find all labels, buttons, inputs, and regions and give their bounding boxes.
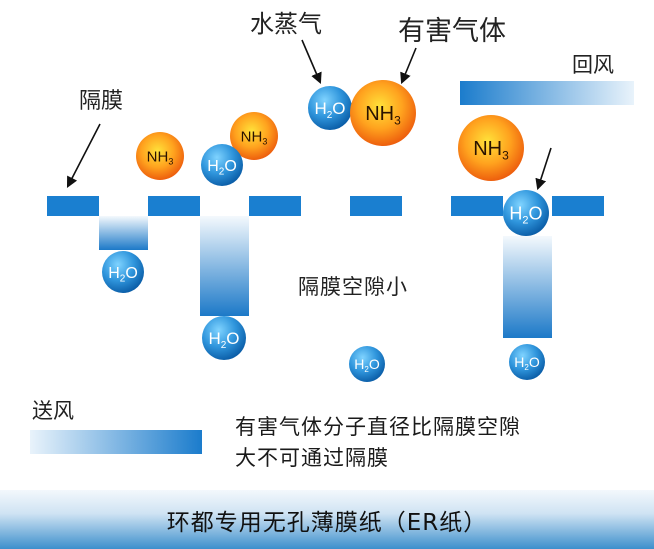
water-molecule-circle	[308, 86, 352, 130]
small-gap-label: 隔膜空隙小	[298, 275, 408, 299]
membrane-segment	[350, 196, 402, 216]
water-formula: H2O	[207, 158, 237, 178]
water-molecule-circle	[201, 144, 243, 186]
water-formula: H2O	[314, 99, 345, 121]
water-formula: H2O	[354, 356, 380, 374]
water-formula: H2O	[514, 354, 540, 372]
ammonia-molecule-circle	[230, 112, 278, 160]
banner-background	[0, 490, 654, 549]
ammonia-formula: NH3	[241, 128, 268, 146]
water-molecule: H2O	[308, 86, 352, 130]
water-molecule: H2O	[201, 144, 243, 186]
label-arrows	[66, 39, 552, 191]
water-molecule-circle	[509, 344, 545, 380]
water-molecule-circle	[202, 316, 246, 360]
water-formula: H2O	[509, 203, 542, 226]
note-line-2: 大不可通过隔膜	[235, 446, 389, 470]
water-molecule: H2O	[349, 346, 385, 382]
ammonia-molecule-circle	[350, 80, 416, 146]
membrane-layer	[47, 196, 604, 216]
ammonia-molecule: NH3	[230, 112, 278, 160]
water-molecule: H2O	[503, 190, 549, 236]
ammonia-molecule: NH3	[350, 80, 416, 146]
banner-title: 环都专用无孔薄膜纸（ER纸）	[166, 509, 488, 536]
pore-channel	[503, 236, 552, 338]
membrane-segment	[47, 196, 99, 216]
pore-channel	[200, 216, 249, 316]
membrane-arrow	[66, 123, 101, 188]
water-molecule-circle	[503, 190, 549, 236]
supply-air-label: 送风	[32, 399, 74, 423]
harmful-gas-label: 有害气体	[398, 16, 506, 47]
note-line-1: 有害气体分子直径比隔膜空隙	[235, 415, 521, 439]
membrane-segment	[451, 196, 503, 216]
ammonia-molecule: NH3	[136, 132, 184, 180]
membrane-segment	[249, 196, 301, 216]
water-vapor-arrow	[301, 39, 322, 85]
water-formula: H2O	[108, 265, 138, 285]
ammonia-molecule-circle	[136, 132, 184, 180]
return-air-bar	[460, 81, 634, 105]
pass-through-arrow	[535, 147, 552, 191]
ammonia-formula: NH3	[147, 148, 174, 166]
membrane-segment	[148, 196, 200, 216]
water-molecule-circle	[102, 251, 144, 293]
water-molecule: H2O	[202, 316, 246, 360]
water-molecule: H2O	[509, 344, 545, 380]
ammonia-formula: NH3	[473, 138, 509, 162]
membrane-segment	[552, 196, 604, 216]
ammonia-molecule: NH3	[458, 115, 524, 181]
supply-air-bar	[30, 430, 202, 454]
harmful-gas-arrow	[400, 47, 417, 85]
return-air-label: 回风	[572, 53, 614, 77]
ammonia-formula: NH3	[365, 103, 401, 127]
water-molecule: H2O	[102, 251, 144, 293]
water-molecule-circle	[349, 346, 385, 382]
pore-channel	[99, 216, 148, 250]
water-vapor-label: 水蒸气	[250, 10, 322, 38]
water-formula: H2O	[208, 329, 239, 351]
ammonia-molecule-circle	[458, 115, 524, 181]
membrane-label: 隔膜	[79, 89, 123, 114]
